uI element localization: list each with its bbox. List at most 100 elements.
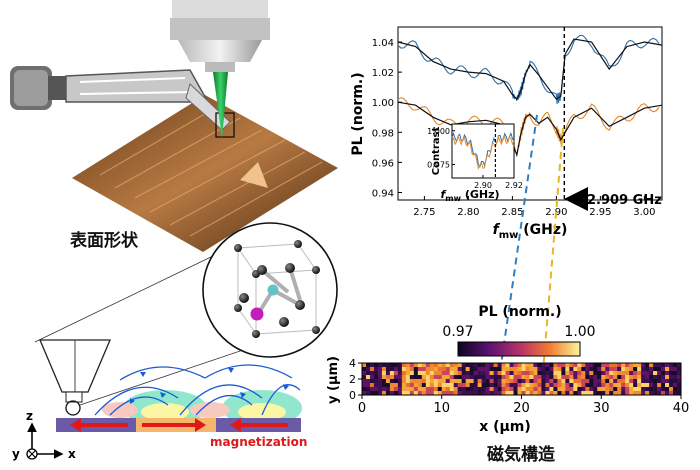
pl-map-cell <box>545 387 550 392</box>
pl-map-cell <box>365 371 371 376</box>
pl-map-cell <box>673 379 678 384</box>
pl-map-cell <box>541 391 546 396</box>
pl-map-cell <box>397 367 403 372</box>
surface-topography <box>72 95 338 252</box>
pl-map-cell <box>365 375 371 380</box>
pl-map-cell <box>609 383 614 388</box>
pl-map-cell <box>641 363 646 368</box>
pl-map-cell <box>517 387 522 392</box>
pl-map-cell <box>425 363 431 368</box>
pl-map-cell <box>457 387 462 392</box>
pl-map-cell <box>633 379 638 384</box>
pl-map-cell <box>473 375 478 380</box>
pl-map-cell <box>533 371 538 376</box>
pl-map-cell <box>653 363 658 368</box>
pl-map-cell <box>565 383 570 388</box>
pl-map-cell <box>665 371 670 376</box>
pl-map-cell <box>669 383 674 388</box>
pl-map-cell <box>377 379 383 384</box>
pl-map-cell <box>637 371 642 376</box>
pl-map-cell <box>381 387 387 392</box>
pl-map-cell <box>657 371 662 376</box>
pl-map-cell <box>541 371 546 376</box>
pl-map-cell <box>505 387 510 392</box>
pl-map-cell <box>581 367 586 372</box>
pl-map-cell <box>405 363 411 368</box>
pl-map-cell <box>441 391 447 396</box>
pl-map-cell <box>609 375 614 380</box>
objective-lens <box>170 0 270 72</box>
pl-map-cell <box>569 383 574 388</box>
pl-map-cell <box>661 371 666 376</box>
pl-map-cell <box>661 391 666 396</box>
pl-map-cell <box>625 387 630 392</box>
pl-map-cell <box>497 367 502 372</box>
pl-map-cell <box>373 379 379 384</box>
pl-map-cell <box>545 375 550 380</box>
pl-map-cell <box>513 367 518 372</box>
pl-map-cell <box>477 375 482 380</box>
spectrum-x-tick-label: 2.75 <box>413 207 435 218</box>
pl-map-cell <box>585 367 590 372</box>
pl-map-cell <box>601 371 606 376</box>
laser-beam <box>213 72 228 138</box>
pl-map-cell <box>573 387 578 392</box>
inset-y-tick-label: 0.975 <box>427 161 450 170</box>
pl-map-cell <box>521 363 526 368</box>
pl-map-cell <box>577 391 582 396</box>
pl-map-cell <box>593 367 598 372</box>
pl-map-cell <box>593 375 598 380</box>
pl-map-cell <box>565 371 570 376</box>
pl-map-cell <box>589 375 594 380</box>
inset-y-tick-label: 1.000 <box>427 127 450 136</box>
surface-texture <box>99 107 323 237</box>
pl-map-cell <box>565 391 570 396</box>
pl-map-cell <box>525 375 530 380</box>
pl-map-cell <box>377 383 383 388</box>
pl-map-cell <box>362 379 367 384</box>
pl-map-cell <box>501 383 506 388</box>
pl-map-cell <box>533 367 538 372</box>
pl-map-cell <box>541 367 546 372</box>
pl-map-cell <box>637 379 642 384</box>
pl-map-cell <box>485 383 490 388</box>
pl-map-cell <box>473 371 478 376</box>
pl-map-cell <box>401 367 407 372</box>
pl-map-cell <box>565 363 570 368</box>
pl-map-cell <box>461 367 466 372</box>
pl-map-cell <box>609 371 614 376</box>
pl-map-cell <box>513 371 518 376</box>
pl-map-cell <box>557 391 562 396</box>
pl-map-cell <box>493 383 498 388</box>
pl-map-cell <box>561 375 566 380</box>
pl-map-cell <box>613 379 618 384</box>
pl-map-cell <box>477 367 482 372</box>
pl-map-cell <box>545 363 550 368</box>
pl-map-cell <box>609 363 614 368</box>
map-x-label: x (μm) <box>479 419 531 435</box>
pl-map-cell <box>553 363 558 368</box>
pl-map-cell <box>497 387 502 392</box>
pl-map-cell <box>521 375 526 380</box>
pl-map-cell <box>629 391 634 396</box>
pl-map-cell <box>589 391 594 396</box>
pl-map-cell <box>493 387 498 392</box>
pl-map-cell <box>469 375 474 380</box>
pl-map-cell <box>633 371 638 376</box>
spectrum-series-1-fit <box>397 101 663 158</box>
magnetization-label: magnetization <box>210 435 307 449</box>
pl-map-cell <box>369 371 375 376</box>
pl-map-cell <box>425 387 431 392</box>
pl-map-cell <box>665 383 670 388</box>
pl-map-cell <box>413 383 419 388</box>
pl-map-cell <box>533 383 538 388</box>
pl-map-image <box>362 363 682 396</box>
pl-map-cell <box>649 363 654 368</box>
pl-map-cell <box>621 391 626 396</box>
pl-map-cell <box>597 391 602 396</box>
pl-map-cell <box>425 367 431 372</box>
pl-map-cell <box>637 367 642 372</box>
pl-map-cell <box>529 391 534 396</box>
pl-map-cell <box>489 375 494 380</box>
pl-map-cell <box>453 379 458 384</box>
